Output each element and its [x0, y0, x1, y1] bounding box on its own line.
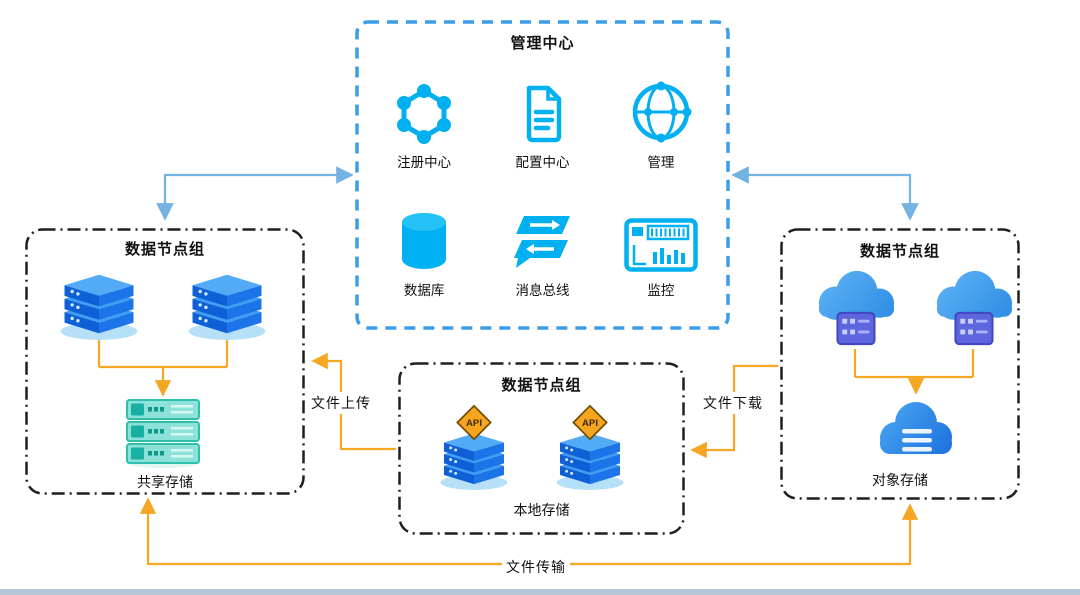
message-bus-label: 消息总线: [515, 283, 570, 298]
manage-label: 管理: [647, 155, 675, 170]
management-center-title: 管理中心: [510, 35, 575, 52]
server-icon: [53, 264, 145, 348]
right-data-node-group: 数据节点组 对象存储: [780, 228, 1020, 500]
arrow-mgmt-to-left-group: [156, 173, 352, 221]
cloud-server-icon: [808, 268, 902, 355]
api-badge-text: API: [466, 418, 482, 429]
database-item: 数据库: [365, 194, 483, 322]
local-storage-label: 本地存储: [513, 502, 570, 518]
left-data-node-group: 数据节点组: [25, 228, 305, 495]
database-cylinder-icon: [396, 194, 452, 272]
monitor-item: 监控: [602, 194, 720, 322]
file-upload-label: 文件上传: [307, 392, 375, 414]
message-bus-item: 消息总线: [483, 194, 601, 322]
left-group-title: 数据节点组: [124, 241, 205, 258]
monitor-label: 监控: [647, 283, 675, 298]
manage-item: 管理: [602, 66, 720, 194]
api-badge-diamond: [572, 404, 608, 441]
arrow-mgmt-to-right-group: [733, 173, 919, 221]
cloud-server-icon: [926, 268, 1020, 355]
api-server-icon: API: [434, 404, 514, 496]
config-document-icon: [518, 66, 566, 144]
bottom-edge-bar: [0, 589, 1080, 595]
registry-icon: [392, 66, 456, 144]
management-center-icon-grid: 注册中心 配置中心: [365, 66, 720, 322]
management-center-group: 管理中心 注册中心: [355, 20, 730, 330]
registry-center-item: 注册中心: [365, 66, 483, 194]
config-label: 配置中心: [515, 155, 570, 170]
shared-storage-label: 共享存储: [137, 474, 193, 490]
registry-label: 注册中心: [397, 155, 452, 170]
right-group-title: 数据节点组: [859, 243, 940, 260]
message-bus-icon: [508, 194, 576, 272]
api-badge-text: API: [582, 418, 598, 429]
server-icon: [181, 264, 273, 348]
globe-network-icon: [629, 66, 693, 144]
file-download-label: 文件下载: [699, 392, 767, 414]
object-storage-icon: [870, 396, 962, 473]
api-server-icon: API: [550, 404, 630, 496]
api-badge-diamond: [456, 404, 492, 441]
object-storage-label: 对象存储: [872, 472, 928, 488]
config-center-item: 配置中心: [483, 66, 601, 194]
monitor-dashboard-icon: [624, 194, 698, 272]
center-group-title: 数据节点组: [501, 377, 582, 394]
file-transfer-label: 文件传输: [502, 556, 570, 578]
database-label: 数据库: [403, 283, 445, 298]
shared-storage-icon: [121, 396, 205, 473]
center-data-node-group: 数据节点组 API API 本地存储: [398, 362, 685, 535]
